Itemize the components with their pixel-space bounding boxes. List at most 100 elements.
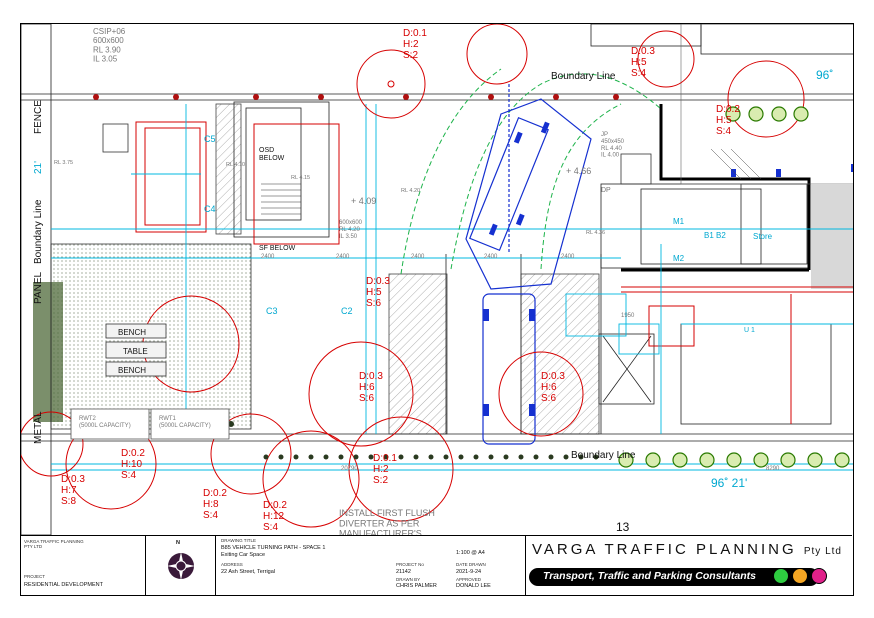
store-label: Store bbox=[753, 232, 773, 241]
fence-label: FENCE bbox=[33, 100, 44, 134]
project-name: RESIDENTIAL DEVELOPMENT bbox=[24, 582, 103, 588]
drawing-title: B85 VEHICLE TURNING PATH - SPACE 1 bbox=[221, 545, 326, 551]
checked-label: APPROVED bbox=[456, 577, 482, 582]
m2-label: M2 bbox=[673, 254, 685, 263]
hedge-left bbox=[33, 282, 63, 422]
boundary-line-top: Boundary Line bbox=[551, 71, 616, 82]
roof-zone bbox=[680, 24, 853, 185]
dim-2400-b: 2400 bbox=[336, 254, 350, 260]
site-plan: Boundary Line Boundary Line Boundary Lin… bbox=[21, 24, 853, 535]
rl-4-20: RL 4.20 bbox=[401, 188, 420, 194]
address: 22 Ash Street, Terrigal bbox=[221, 569, 276, 575]
bearing-top: 96˚ bbox=[816, 68, 833, 82]
consultant-block: VARGA TRAFFIC PLANNING PTY LTD bbox=[24, 539, 84, 549]
drawing-title-label: DRAWING TITLE bbox=[221, 538, 257, 543]
rwt2-label: RWT2(5000L CAPACITY) bbox=[79, 416, 131, 429]
boundary-line-bottom: Boundary Line bbox=[571, 450, 636, 461]
dp-label: DP bbox=[601, 187, 611, 194]
bench2-label: BENCH bbox=[118, 366, 146, 375]
dim-8290: 8290 bbox=[766, 466, 780, 472]
pit-csip bbox=[102, 123, 129, 153]
spot-4-66: + 4.66 bbox=[566, 166, 591, 176]
panel-label: PANEL bbox=[33, 272, 44, 304]
north-letter: N bbox=[176, 540, 180, 546]
brand-strip: Transport, Traffic and Parking Consultan… bbox=[529, 568, 819, 586]
dim-2400-c: 2400 bbox=[411, 254, 425, 260]
rl-4-15: RL 4.15 bbox=[291, 175, 310, 181]
metal-label: METAL bbox=[33, 411, 44, 444]
c3-label: C3 bbox=[266, 306, 278, 316]
brand-tagline: Transport, Traffic and Parking Consultan… bbox=[543, 570, 756, 582]
drawing-info-cell: DRAWING TITLE B85 VEHICLE TURNING PATH -… bbox=[216, 536, 526, 595]
date-label: DATE DRAWN bbox=[456, 562, 486, 567]
rainwater-tank-2 bbox=[70, 408, 150, 440]
m1-label: M1 bbox=[673, 217, 685, 226]
drawing-sheet: Boundary Line Boundary Line Boundary Lin… bbox=[20, 23, 854, 596]
brand-block: VARGA TRAFFIC PLANNING Pty Ltd Transport… bbox=[527, 538, 847, 592]
green-dot-icon bbox=[773, 568, 789, 584]
project-no-label: PROJECT No bbox=[396, 562, 424, 567]
c5-label: C5 bbox=[204, 134, 216, 144]
drawn-by: CHRIS PALMER bbox=[396, 583, 437, 589]
brand-suffix: Pty Ltd bbox=[803, 546, 842, 557]
bearing-left: 21' bbox=[33, 161, 44, 174]
sheet-number: 13 bbox=[616, 520, 630, 534]
orange-dot-icon bbox=[792, 568, 808, 584]
u1-label: U 1 bbox=[744, 327, 755, 334]
north-arrow-icon bbox=[167, 552, 195, 580]
rl-4-10: RL 4.10 bbox=[226, 162, 245, 168]
rainwater-tank-1 bbox=[150, 408, 230, 440]
dim-2400-d: 2400 bbox=[484, 254, 498, 260]
rl-3-75: RL 3.75 bbox=[54, 160, 73, 166]
checked-by: DONALD LEE bbox=[456, 583, 491, 589]
pink-dot-icon bbox=[811, 568, 827, 584]
sf-below: SF BELOW bbox=[259, 245, 296, 252]
c2-label: C2 bbox=[341, 306, 353, 316]
grey-slab bbox=[811, 184, 853, 289]
project-label: PROJECT bbox=[24, 574, 46, 579]
rl-4-36: RL 4.36 bbox=[586, 230, 605, 236]
boundary-trees bbox=[618, 106, 850, 468]
spot-4-09: + 4.09 bbox=[351, 196, 376, 206]
brand-name-text: VARGA TRAFFIC PLANNING bbox=[532, 541, 797, 558]
rwt1-label: RWT1(5000L CAPACITY) bbox=[159, 416, 211, 429]
dim-20790: 20790 bbox=[341, 466, 358, 472]
table-label: TABLE bbox=[123, 347, 148, 356]
c4-label: C4 bbox=[204, 204, 216, 214]
boundary-line-left: Boundary Line bbox=[33, 199, 44, 264]
bench-label: BENCH bbox=[118, 328, 146, 337]
title-block: VARGA TRAFFIC PLANNING PTY LTD PROJECT R… bbox=[21, 535, 852, 595]
project-no: 21142 bbox=[396, 569, 411, 575]
tree-canopies bbox=[21, 24, 805, 528]
dim-1950: 1950 bbox=[621, 313, 635, 319]
b1b2-label: B1 B2 bbox=[704, 231, 726, 240]
bearing-bottom: 96˚ 21' bbox=[711, 476, 747, 490]
address-label: ADDRESS bbox=[221, 562, 243, 567]
pit-jp bbox=[620, 153, 652, 185]
drawn-label: DRAWN BY bbox=[396, 577, 421, 582]
brand-name: VARGA TRAFFIC PLANNING Pty Ltd bbox=[527, 541, 847, 558]
consultant-cell: VARGA TRAFFIC PLANNING PTY LTD PROJECT R… bbox=[21, 536, 146, 595]
dim-2400-e: 2400 bbox=[561, 254, 575, 260]
car-space-hatch-3 bbox=[215, 103, 242, 235]
north-cell: N bbox=[146, 536, 216, 595]
scale: 1:100 @ A4 bbox=[456, 550, 485, 556]
car-space-hatch-1 bbox=[388, 273, 448, 435]
